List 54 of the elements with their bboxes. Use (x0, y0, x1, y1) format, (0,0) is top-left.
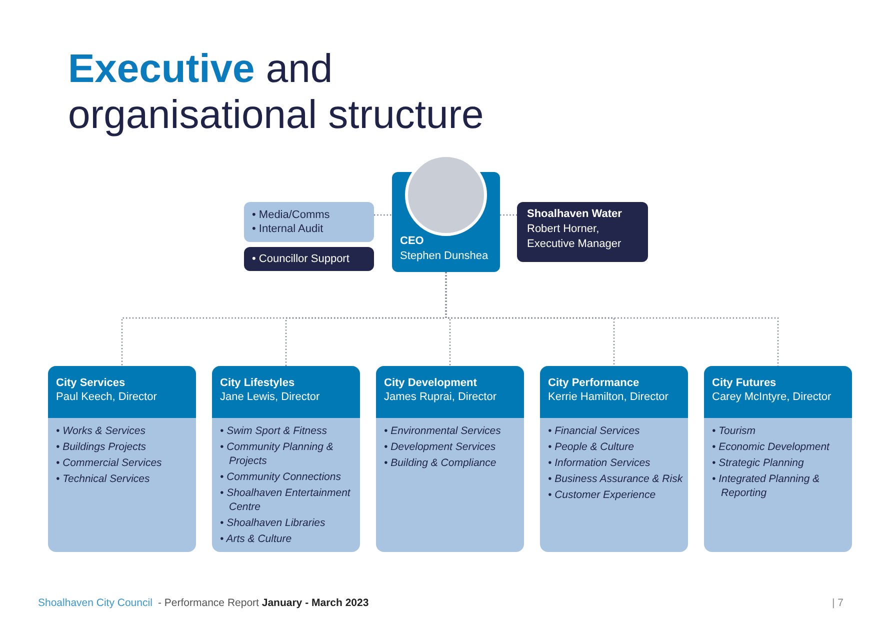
directorate-card (540, 366, 688, 552)
list-item: • Shoalhaven Libraries (220, 516, 326, 530)
list-item: • Tourism (712, 424, 757, 438)
list-item: • Business Assurance & Risk (548, 472, 684, 486)
directorate-card (376, 366, 524, 552)
list-item: • Development Services (384, 440, 497, 454)
directorate-card (704, 366, 852, 552)
list-item: • Internal Audit (252, 222, 324, 236)
list-item: • Councillor Support (252, 252, 350, 266)
connector-line (445, 272, 779, 366)
list-item: • Financial Services (548, 424, 641, 438)
person-name: Robert Horner, Executive Manager (527, 222, 622, 252)
director-name: Paul Keech, Director (56, 390, 158, 404)
page-number: | 7 (832, 596, 844, 611)
list-item: • Strategic Planning (712, 456, 805, 470)
role-title: CEO (400, 234, 425, 249)
connector-line (500, 214, 517, 216)
info-box (244, 247, 374, 271)
directorate-title: City Futures (712, 376, 778, 390)
directorate-title: City Performance (548, 376, 640, 390)
list-item: • Shoalhaven Entertainment Centre (220, 486, 352, 514)
manager-box (517, 202, 648, 262)
directorate-title: City Lifestyles (220, 376, 296, 390)
page-title: Executive and organisational structure (68, 46, 485, 138)
footer-organisation: Shoalhaven City Council (38, 596, 152, 611)
list-item: • Community Planning & Projects (220, 440, 334, 468)
list-item: • Commercial Services (56, 456, 163, 470)
footer-report-title: - Performance Report January - March 2023 (158, 596, 369, 611)
director-name: Jane Lewis, Director (220, 390, 321, 404)
list-item: • Building & Compliance (384, 456, 498, 470)
list-item: • Information Services (548, 456, 652, 470)
unit-title: Shoalhaven Water (527, 207, 623, 222)
list-item: • Customer Experience (548, 488, 657, 502)
director-name: Carey McIntyre, Director (712, 390, 832, 404)
list-item: • Technical Services (56, 472, 151, 486)
list-item: • Environmental Services (384, 424, 502, 438)
list-item: • Swim Sport & Fitness (220, 424, 328, 438)
directorate-card (212, 366, 360, 552)
directorate-title: City Development (384, 376, 478, 390)
list-item: • Works & Services (56, 424, 146, 438)
person-name: Stephen Dunshea (400, 249, 490, 264)
directorate-title: City Services (56, 376, 126, 390)
list-item: • Community Connections (220, 470, 342, 484)
list-item: • People & Culture (548, 440, 635, 454)
connector-line (374, 214, 392, 216)
info-box (244, 202, 374, 242)
directorate-card (48, 366, 196, 552)
list-item: • Integrated Planning & Reporting (712, 472, 821, 500)
director-name: James Ruprai, Director (384, 390, 498, 404)
list-item: • Media/Comms (252, 208, 331, 222)
list-item: • Arts & Culture (220, 532, 293, 546)
list-item: • Buildings Projects (56, 440, 148, 454)
list-item: • Economic Development (712, 440, 831, 454)
director-name: Kerrie Hamilton, Director (548, 390, 670, 404)
